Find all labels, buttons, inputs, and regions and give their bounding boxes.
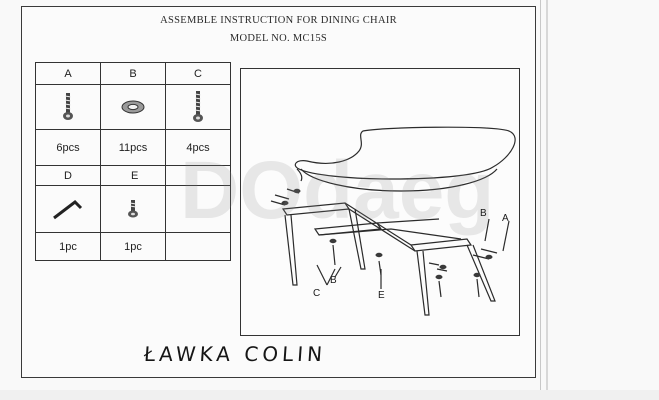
part-letter-e: E bbox=[100, 165, 166, 186]
label-e: E bbox=[378, 290, 385, 301]
part-d-cell bbox=[35, 185, 101, 233]
assembly-diagram bbox=[240, 68, 520, 336]
page-edge-line bbox=[540, 0, 541, 400]
label-a: A bbox=[502, 213, 509, 224]
bolt-icon bbox=[193, 91, 203, 122]
part-a-cell bbox=[35, 84, 101, 130]
part-d-quantity: 1pc bbox=[35, 232, 101, 261]
part-e-cell bbox=[100, 185, 166, 233]
empty-quantity bbox=[165, 232, 231, 261]
table-row: 1pc 1pc bbox=[35, 232, 231, 261]
label-c: C bbox=[313, 288, 321, 299]
model-number: MODEL NO. MC15S bbox=[229, 33, 328, 44]
part-letter-c: C bbox=[165, 62, 231, 85]
bolt-icon bbox=[63, 93, 73, 120]
washer-icon bbox=[121, 100, 145, 114]
exploded-chair-drawing bbox=[270, 126, 516, 316]
table-row: A B C bbox=[35, 62, 231, 85]
table-row bbox=[35, 84, 231, 130]
scan-bottom-strip bbox=[0, 390, 659, 400]
part-letter-b: B bbox=[100, 62, 166, 85]
part-a-quantity: 6pcs bbox=[35, 129, 101, 166]
handwritten-product-name: ŁAWKA COLIN bbox=[143, 342, 327, 366]
allen-key-icon bbox=[53, 200, 83, 220]
watermark-logo: DOdaeg bbox=[180, 145, 494, 236]
table-row: 6pcs 11pcs 4pcs bbox=[35, 129, 231, 166]
parts-table: A B C 6pcs bbox=[35, 62, 231, 261]
document-title: ASSEMBLE INSTRUCTION FOR DINING CHAIR bbox=[160, 15, 397, 26]
part-e-quantity: 1pc bbox=[100, 232, 166, 261]
label-b-left: B bbox=[330, 275, 337, 286]
page-edge-shadow bbox=[546, 0, 548, 400]
label-b-right: B bbox=[480, 208, 487, 219]
table-row: D E bbox=[35, 165, 231, 186]
part-letter-d: D bbox=[35, 165, 101, 186]
short-screw-icon bbox=[128, 200, 138, 218]
table-row bbox=[35, 185, 231, 233]
part-b-cell bbox=[100, 84, 166, 130]
svg-text:DOdaeg: DOdaeg bbox=[180, 145, 494, 236]
part-b-quantity: 11pcs bbox=[100, 129, 166, 166]
part-c-cell bbox=[165, 84, 231, 130]
part-letter-a: A bbox=[35, 62, 101, 85]
